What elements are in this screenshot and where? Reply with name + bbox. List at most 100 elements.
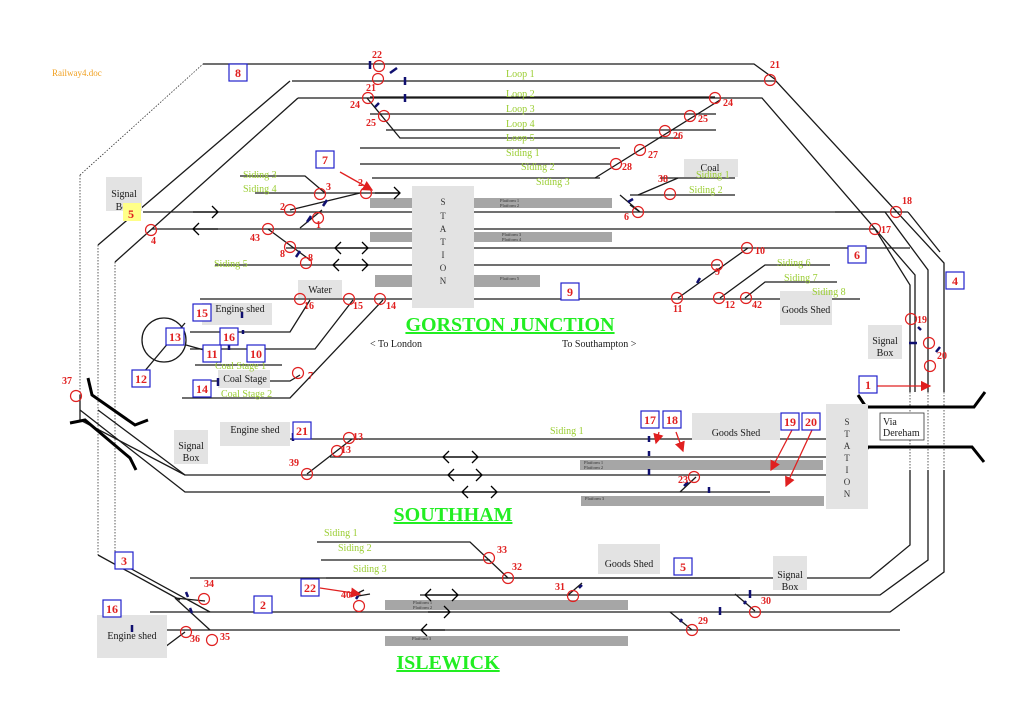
section-number: 3	[121, 554, 127, 568]
section-box-22: 22	[300, 578, 320, 597]
point-label: 2	[280, 202, 285, 213]
point-label: 10	[755, 246, 765, 257]
point-31: 31	[555, 582, 580, 603]
point-circle	[373, 292, 387, 306]
point-13b: 13	[330, 444, 351, 458]
point-37: 37	[62, 376, 83, 403]
point-circle	[748, 605, 762, 619]
svg-text:Coal: Coal	[701, 163, 720, 174]
svg-text:Engine shed: Engine shed	[107, 631, 156, 642]
section-box-12: 12	[131, 369, 151, 388]
point-label: 1	[316, 220, 321, 231]
point-2a: 2	[358, 178, 373, 200]
southham-station-letters: S T A T I O N	[844, 417, 851, 499]
point-11: 11	[670, 291, 684, 315]
point-2b: 2	[280, 202, 297, 217]
svg-text:I: I	[846, 465, 849, 475]
point-circle	[300, 467, 314, 481]
point-circle	[904, 312, 918, 326]
point-circle	[889, 205, 903, 219]
point-36: 36	[179, 625, 200, 645]
point-930	[923, 359, 937, 373]
gorston-platform-1-2	[474, 198, 612, 208]
svg-text:Siding 7: Siding 7	[784, 273, 818, 284]
point-25b: 25	[683, 109, 708, 125]
coal-building	[684, 159, 738, 177]
section-number: 21	[296, 424, 308, 438]
point-42: 42	[739, 291, 762, 311]
svg-text:Coal Stage 2: Coal Stage 2	[221, 389, 272, 400]
svg-text:Coal Stage 1: Coal Stage 1	[215, 361, 266, 372]
section-box-4: 4	[945, 271, 965, 290]
point-label: 17	[881, 225, 891, 236]
point-circle	[922, 336, 936, 350]
point-43: 43	[250, 222, 275, 244]
point-label: 42	[752, 300, 762, 311]
point-circle	[708, 91, 722, 105]
gorston-signal-box-right	[868, 325, 902, 359]
southham-platform-1-2	[580, 460, 823, 470]
point-label: 6	[624, 212, 629, 223]
track-main-down	[152, 228, 911, 392]
point-label: 38	[658, 174, 668, 185]
point-circle	[69, 389, 83, 403]
point-circle	[740, 241, 754, 255]
point-circle	[710, 258, 724, 272]
svg-text:Box: Box	[183, 453, 200, 464]
islewick-signal-box	[773, 556, 807, 590]
point-29: 29	[685, 616, 708, 637]
section-box-3: 3	[114, 551, 134, 570]
svg-text:Siding 6: Siding 6	[777, 258, 811, 269]
svg-text:Engine shed: Engine shed	[230, 425, 279, 436]
section-number: 18	[666, 413, 678, 427]
track-return-3	[150, 470, 945, 613]
point-33: 33	[482, 545, 507, 565]
svg-text:Siding 4: Siding 4	[243, 184, 277, 195]
gorston-signal-box-label-1: Signal	[111, 189, 137, 200]
point-circle	[261, 222, 275, 236]
svg-text:Platform 2: Platform 2	[500, 203, 519, 208]
svg-text:Platform 3: Platform 3	[585, 496, 605, 501]
svg-text:Platform 5: Platform 5	[500, 276, 520, 281]
point-circle	[685, 623, 699, 637]
track-left-curve-inner	[114, 97, 299, 263]
point-21a: 21	[366, 72, 385, 94]
section-box-2: 2	[253, 595, 273, 614]
coal-stage	[218, 370, 270, 388]
svg-text:Signal: Signal	[872, 336, 898, 347]
svg-text:Goods Shed: Goods Shed	[712, 428, 761, 439]
southham-goods-shed	[692, 413, 780, 440]
track-loop1	[292, 80, 945, 392]
point-32: 32	[501, 562, 522, 585]
point-39: 39	[289, 458, 314, 481]
point-circle	[566, 589, 580, 603]
point-35: 35	[205, 632, 230, 647]
svg-text:N: N	[844, 489, 851, 499]
southham-title: SOUTHHAM	[394, 504, 513, 526]
point-34: 34	[197, 579, 214, 606]
point-26: 26	[658, 124, 683, 142]
section-number: 1	[865, 378, 871, 392]
via-dereham-box	[879, 412, 925, 441]
section-box-14: 14	[192, 379, 212, 398]
point-circle	[631, 205, 645, 219]
point-circle	[377, 109, 391, 123]
svg-text:Coal Stage: Coal Stage	[223, 374, 267, 385]
section-number: 6	[854, 248, 860, 262]
point-12: 12	[712, 291, 735, 311]
section-5-label: 5	[128, 207, 134, 221]
section-number: 2	[260, 598, 266, 612]
point-21b: 21	[763, 60, 780, 87]
svg-text:Engine shed: Engine shed	[215, 304, 264, 315]
svg-text:Siding 3: Siding 3	[536, 177, 570, 188]
point-38: 38	[658, 174, 677, 201]
svg-text:Platform 1: Platform 1	[413, 600, 432, 605]
section-number: 14	[196, 382, 208, 396]
point-circle	[299, 256, 313, 270]
section-number: 11	[206, 347, 217, 361]
section-box-15: 15	[192, 303, 212, 322]
point-label: 31	[555, 582, 565, 593]
svg-text:Loop 2: Loop 2	[506, 89, 535, 100]
point-label: 28	[622, 162, 632, 173]
